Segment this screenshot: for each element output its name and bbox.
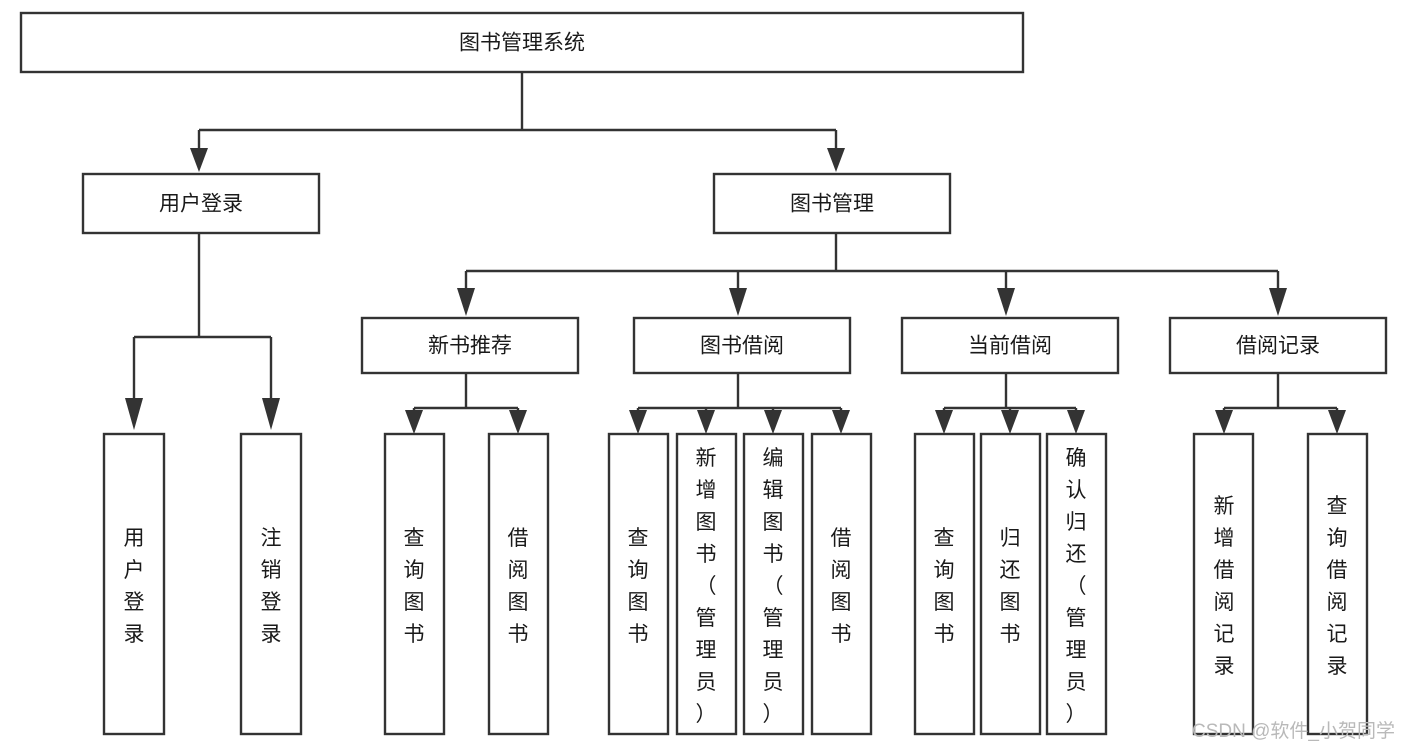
node-leaf-add-book-label: 新增图书（管理员） [696, 447, 717, 726]
node-leaf-user-logout-label: 注销登录 [261, 527, 282, 646]
node-leaf-borrow-book-1-label: 借阅图书 [508, 527, 529, 646]
node-book-borrow-box[interactable] [632, 316, 852, 375]
node-leaf-add-book-box[interactable] [675, 432, 738, 736]
node-book-manage[interactable]: 图书管理 [712, 172, 952, 235]
arrow-head-leaf-edit-book [764, 410, 782, 434]
node-leaf-add-book[interactable]: 新增图书（管理员） [675, 432, 738, 736]
node-leaf-query-book-2-label: 查询图书 [628, 527, 649, 646]
node-leaf-user-login[interactable]: 用户登录 [102, 432, 166, 736]
node-leaf-user-login-box[interactable] [102, 432, 166, 736]
node-leaf-user-logout-box[interactable] [239, 432, 303, 736]
node-user-login[interactable]: 用户登录 [81, 172, 321, 235]
node-leaf-return-book[interactable]: 归还图书 [979, 432, 1042, 736]
node-leaf-borrow-book-2-label: 借阅图书 [831, 527, 852, 646]
node-leaf-add-record-label: 新增借阅记录 [1214, 495, 1235, 678]
node-leaf-query-record[interactable]: 查询借阅记录 [1306, 432, 1369, 736]
connector-layer [125, 72, 1346, 434]
node-new-book-recommend-label: 新书推荐 [428, 335, 512, 358]
node-current-borrow-box[interactable] [900, 316, 1120, 375]
node-leaf-query-book-2-box[interactable] [607, 432, 670, 736]
arrow-head-leaf-query-book-1 [405, 410, 423, 434]
node-new-book-recommend-box[interactable] [360, 316, 580, 375]
node-leaf-query-book-2[interactable]: 查询图书 [607, 432, 670, 736]
node-user-login-box[interactable] [81, 172, 321, 235]
node-leaf-confirm-return-label: 确认归还（管理员） [1066, 447, 1087, 726]
arrow-head-leaf-borrow-book-1 [509, 410, 527, 434]
node-leaf-user-logout[interactable]: 注销登录 [239, 432, 303, 736]
node-leaf-confirm-return-box[interactable] [1045, 432, 1108, 736]
arrow-head-borrow-record [1269, 288, 1287, 316]
arrow-head-new-book-recommend [457, 288, 475, 316]
node-leaf-query-book-3[interactable]: 查询图书 [913, 432, 976, 736]
node-leaf-borrow-book-2[interactable]: 借阅图书 [810, 432, 873, 736]
node-book-borrow-label: 图书借阅 [700, 335, 784, 358]
node-leaf-query-book-3-label: 查询图书 [934, 527, 955, 646]
arrow-head-leaf-user-login [125, 398, 143, 430]
arrow-head-book-manage [827, 148, 845, 172]
node-leaf-borrow-book-1-box[interactable] [487, 432, 550, 736]
node-root[interactable]: 图书管理系统 [19, 11, 1025, 74]
node-book-manage-box[interactable] [712, 172, 952, 235]
arrow-head-book-borrow [729, 288, 747, 316]
node-leaf-query-book-1-box[interactable] [383, 432, 446, 736]
arrow-head-leaf-query-record [1328, 410, 1346, 434]
node-leaf-add-record[interactable]: 新增借阅记录 [1192, 432, 1255, 736]
arrow-head-leaf-query-book-2 [629, 410, 647, 434]
arrow-head-leaf-return-book [1001, 410, 1019, 434]
node-leaf-query-record-box[interactable] [1306, 432, 1369, 736]
node-leaf-add-record-box[interactable] [1192, 432, 1255, 736]
node-current-borrow-label: 当前借阅 [968, 335, 1052, 358]
arrow-head-current-borrow [997, 288, 1015, 316]
node-borrow-record-box[interactable] [1168, 316, 1388, 375]
node-leaf-return-book-label: 归还图书 [1000, 527, 1021, 646]
node-current-borrow[interactable]: 当前借阅 [900, 316, 1120, 375]
node-book-manage-label: 图书管理 [790, 193, 874, 216]
node-leaf-edit-book-box[interactable] [742, 432, 805, 736]
node-borrow-record[interactable]: 借阅记录 [1168, 316, 1388, 375]
arrow-head-leaf-add-record [1215, 410, 1233, 434]
node-book-borrow[interactable]: 图书借阅 [632, 316, 852, 375]
node-user-login-label: 用户登录 [159, 193, 243, 216]
node-borrow-record-label: 借阅记录 [1236, 335, 1320, 358]
node-root-label: 图书管理系统 [459, 32, 585, 55]
node-leaf-user-login-label: 用户登录 [124, 527, 145, 646]
node-new-book-recommend[interactable]: 新书推荐 [360, 316, 580, 375]
arrow-head-leaf-confirm-return [1067, 410, 1085, 434]
node-leaf-edit-book[interactable]: 编辑图书（管理员） [742, 432, 805, 736]
node-leaf-edit-book-label: 编辑图书（管理员） [763, 447, 784, 726]
node-leaf-query-book-1[interactable]: 查询图书 [383, 432, 446, 736]
node-leaf-borrow-book-1[interactable]: 借阅图书 [487, 432, 550, 736]
arrow-head-leaf-borrow-book-2 [832, 410, 850, 434]
node-leaf-query-book-3-box[interactable] [913, 432, 976, 736]
node-leaf-query-book-1-label: 查询图书 [404, 527, 425, 646]
csdn-watermark: CSDN @软件_小贺同学 [1192, 720, 1395, 742]
node-leaf-borrow-book-2-box[interactable] [810, 432, 873, 736]
arrow-head-leaf-add-book [697, 410, 715, 434]
node-leaf-query-record-label: 查询借阅记录 [1327, 495, 1348, 678]
arrow-head-leaf-query-book-3 [935, 410, 953, 434]
node-leaf-confirm-return[interactable]: 确认归还（管理员） [1045, 432, 1108, 736]
node-leaf-return-book-box[interactable] [979, 432, 1042, 736]
arrow-head-user-login [190, 148, 208, 172]
arrow-head-leaf-user-logout [262, 398, 280, 430]
node-root-box[interactable] [19, 11, 1025, 74]
